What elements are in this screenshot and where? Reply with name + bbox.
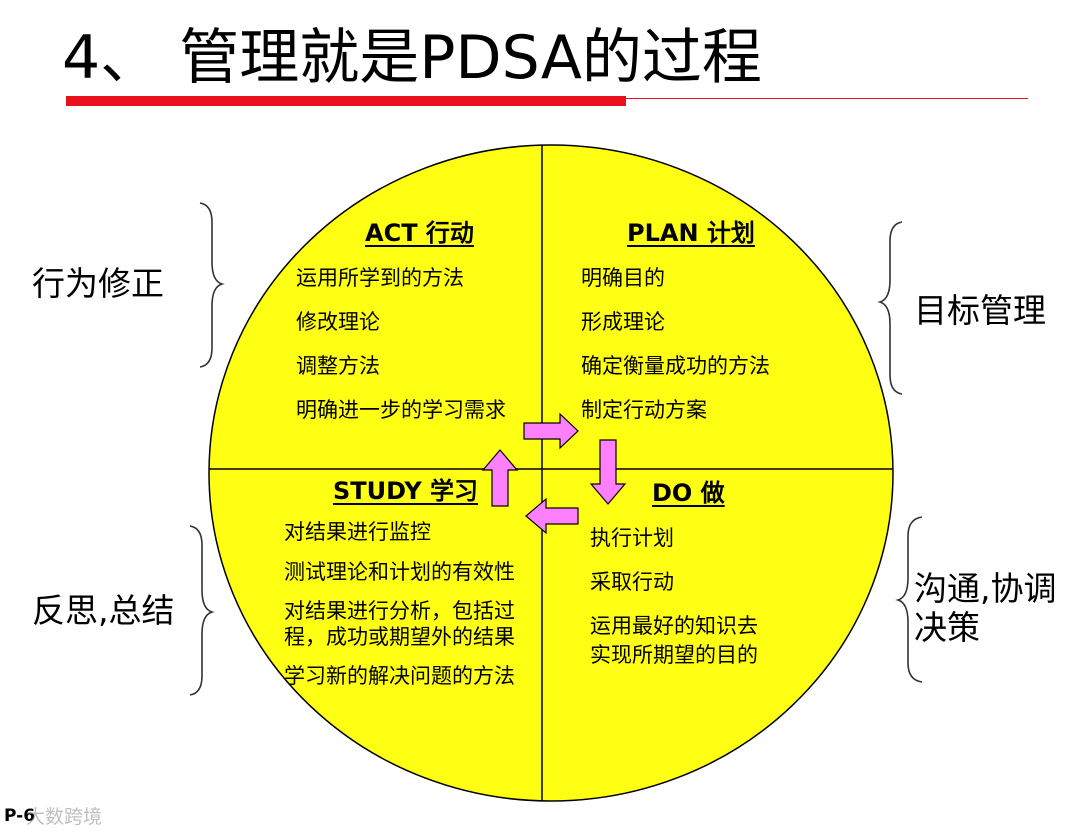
watermark: 大数跨境 bbox=[26, 806, 103, 828]
brace-left-top-icon bbox=[199, 202, 225, 368]
side-label-decision: 决策 bbox=[914, 608, 980, 647]
arrow-down-icon bbox=[589, 439, 627, 505]
study-item: 程，成功或期望外的结果 bbox=[284, 625, 515, 649]
do-item: 实现所期望的目的 bbox=[590, 643, 758, 667]
plan-item: 确定衡量成功的方法 bbox=[581, 354, 770, 378]
side-label-communicate-coordinate: 沟通,协调 bbox=[914, 569, 1057, 608]
study-item: 学习新的解决问题的方法 bbox=[284, 664, 515, 688]
side-label-reflect-summarize: 反思,总结 bbox=[32, 591, 175, 630]
brace-right-top-icon bbox=[877, 221, 903, 395]
brace-left-bottom-icon bbox=[189, 525, 215, 696]
do-heading: DO 做 bbox=[652, 479, 725, 507]
side-label-behavior-correction: 行为修正 bbox=[32, 264, 164, 303]
plan-item: 制定行动方案 bbox=[581, 398, 707, 422]
act-item: 调整方法 bbox=[296, 354, 380, 378]
act-item: 修改理论 bbox=[296, 310, 380, 334]
do-item: 运用最好的知识去 bbox=[590, 614, 758, 638]
pdsa-circle bbox=[208, 144, 894, 802]
act-heading: ACT 行动 bbox=[365, 219, 474, 247]
brace-right-bottom-icon bbox=[895, 516, 923, 683]
side-label-goal-management: 目标管理 bbox=[914, 291, 1046, 330]
page-number: P-6 bbox=[4, 806, 36, 826]
arrow-up-icon bbox=[481, 449, 519, 507]
do-item: 执行计划 bbox=[590, 526, 674, 550]
act-item: 运用所学到的方法 bbox=[296, 266, 464, 290]
plan-item: 形成理论 bbox=[581, 310, 665, 334]
do-item: 采取行动 bbox=[590, 570, 674, 594]
arrow-right-icon bbox=[523, 412, 579, 450]
study-item: 测试理论和计划的有效性 bbox=[284, 560, 515, 584]
title-divider-line bbox=[626, 98, 1028, 99]
plan-item: 明确目的 bbox=[581, 266, 665, 290]
study-item: 对结果进行分析，包括过 bbox=[284, 599, 515, 623]
arrow-left-icon bbox=[525, 497, 579, 535]
title-underline-bar bbox=[66, 96, 626, 106]
page-title: 4、 管理就是PDSA的过程 bbox=[62, 23, 762, 93]
plan-heading: PLAN 计划 bbox=[627, 219, 755, 247]
study-item: 对结果进行监控 bbox=[284, 520, 431, 544]
act-item: 明确进一步的学习需求 bbox=[296, 398, 506, 422]
study-heading: STUDY 学习 bbox=[333, 477, 479, 505]
